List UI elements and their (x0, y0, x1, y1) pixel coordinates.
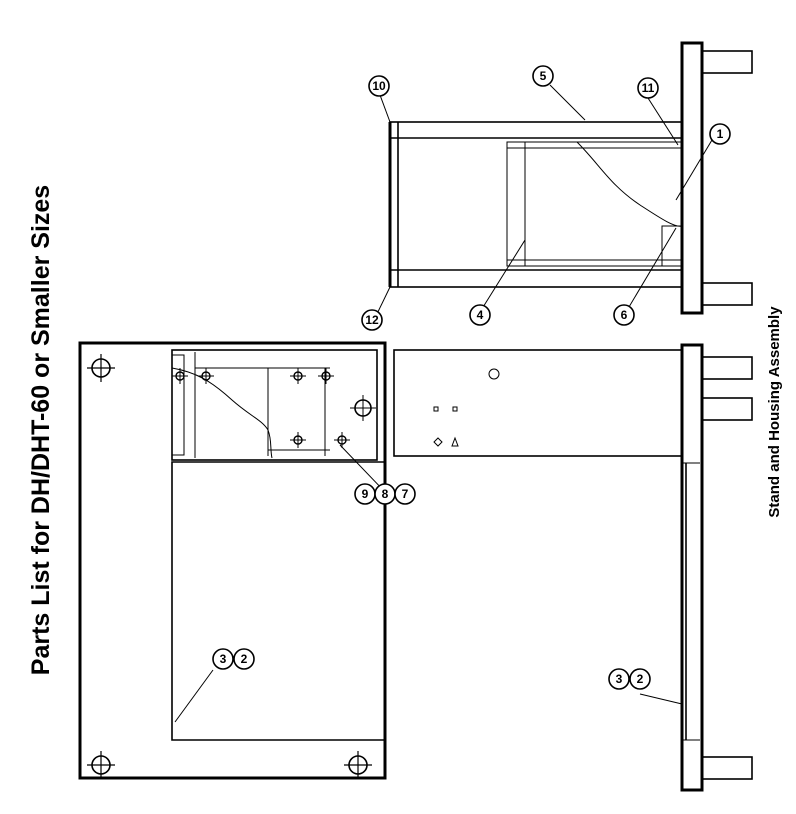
svg-text:3: 3 (220, 652, 227, 666)
svg-text:2: 2 (241, 652, 248, 666)
leader-lines (174, 84, 713, 723)
callout-7: 7 (394, 483, 416, 505)
svg-text:2: 2 (637, 672, 644, 686)
svg-text:11: 11 (642, 81, 655, 95)
crosshair-hole-icon (86, 353, 116, 383)
callout-3-top: 3 (212, 648, 234, 670)
figure-caption: Stand and Housing Assembly (766, 306, 783, 518)
callout-9: 9 (354, 483, 376, 505)
callout-5: 5 (532, 65, 554, 87)
bolt-hole-icon (333, 431, 351, 449)
callout-8: 8 (374, 483, 396, 505)
callout-12: 12 (361, 309, 383, 331)
callout-2-top: 2 (233, 648, 255, 670)
callout-bubbles: 3 2 3 2 9 8 7 4 6 12 10 5 11 1 (212, 65, 731, 690)
svg-text:7: 7 (402, 487, 409, 501)
bolt-hole-icon (289, 367, 307, 385)
svg-text:10: 10 (372, 79, 386, 93)
callout-11: 11 (637, 77, 659, 99)
callout-3-side: 3 (608, 668, 630, 690)
crosshair-hole-icon (86, 750, 116, 780)
svg-text:1: 1 (717, 127, 724, 141)
housing-side-view (393, 343, 753, 792)
svg-text:6: 6 (621, 308, 628, 322)
svg-text:4: 4 (477, 308, 484, 322)
page-title: Parts List for DH/DHT-60 or Smaller Size… (27, 185, 55, 675)
callout-1: 1 (709, 123, 731, 145)
svg-text:5: 5 (540, 69, 547, 83)
callout-2-side: 2 (629, 668, 651, 690)
callout-4: 4 (469, 304, 491, 326)
bolt-hole-icon (171, 367, 189, 385)
callout-10: 10 (368, 75, 390, 97)
callout-6: 6 (613, 304, 635, 326)
crosshair-hole-icon (343, 750, 373, 780)
svg-text:9: 9 (362, 487, 369, 501)
svg-text:8: 8 (382, 487, 389, 501)
svg-text:3: 3 (616, 672, 623, 686)
bolt-hole-icon (289, 431, 307, 449)
stand-front-elevation (388, 41, 753, 315)
bolt-hole-icon (317, 367, 335, 385)
bolt-hole-icon (197, 367, 215, 385)
base-plate-top-view (78, 341, 387, 780)
svg-text:12: 12 (365, 313, 379, 327)
